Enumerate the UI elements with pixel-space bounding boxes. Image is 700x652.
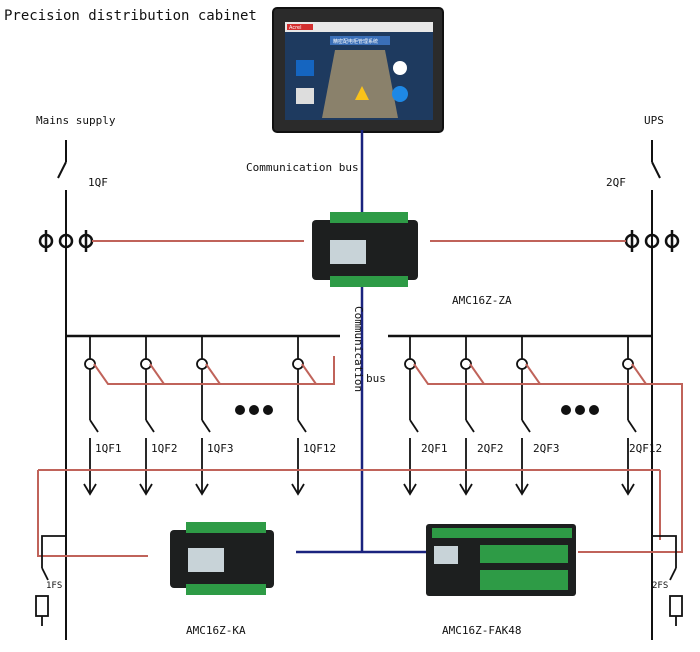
ups-label: UPS [644, 114, 664, 127]
feeder-2qf3-label: 2QF3 [533, 442, 560, 455]
feeder-signal-wires [37, 356, 683, 557]
hmi-touch-panel: Acrel 精密配电柜管理系统 [272, 7, 444, 133]
feeder-1qf1-label: 1QF1 [95, 442, 122, 455]
meter-amc16z-za [312, 212, 418, 287]
communication-bus-label: Communication bus [246, 161, 359, 174]
meter-amc16z-ka [170, 522, 274, 595]
feeder-current-transformers [84, 358, 634, 370]
breaker-2qf-label: 2QF [606, 176, 626, 189]
spd-2fs-label: 2FS [652, 581, 668, 591]
bus-vertical-label: bus [366, 372, 386, 385]
feeder-1qf3-label: 1QF3 [207, 442, 234, 455]
help-icon [392, 86, 408, 102]
feeder-2qf1-label: 2QF1 [421, 442, 448, 455]
breaker-1qf-label: 1QF [88, 176, 108, 189]
more-feeders-indicator [235, 405, 599, 415]
feeder-2qf12-label: 2QF12 [629, 442, 662, 455]
gear-icon [393, 61, 407, 75]
spd-1fs-label: 1FS [46, 581, 62, 591]
breaker-2qf-contact [651, 161, 661, 179]
breaker-1qf-contact [57, 161, 67, 179]
warning-icon [355, 86, 369, 100]
hmi-screen-title: 精密配电柜管理系统 [333, 38, 378, 45]
feeder-branches [89, 336, 637, 494]
communication-vertical-label: Communication [352, 306, 365, 392]
mains-supply-label: Mains supply [36, 114, 116, 127]
diagram-title: Precision distribution cabinet [4, 8, 257, 24]
hmi-tile-2 [296, 88, 314, 104]
meter-ka-label: AMC16Z-KA [186, 624, 246, 637]
feeder-2qf2-label: 2QF2 [477, 442, 504, 455]
hmi-brand: Acrel [289, 25, 302, 31]
communication-bus [296, 130, 430, 554]
feeder-1qf12-label: 1QF12 [303, 442, 336, 455]
meter-amc16z-fak48 [426, 524, 576, 596]
hmi-tile-1 [296, 60, 314, 76]
surge-protection-branches [35, 535, 683, 626]
feeder-1qf2-label: 1QF2 [151, 442, 178, 455]
main-incoming-lines [57, 140, 661, 640]
meter-fak48-label: AMC16Z-FAK48 [442, 624, 521, 637]
meter-za-label: AMC16Z-ZA [452, 294, 512, 307]
feeder-load-arrows [83, 483, 635, 496]
